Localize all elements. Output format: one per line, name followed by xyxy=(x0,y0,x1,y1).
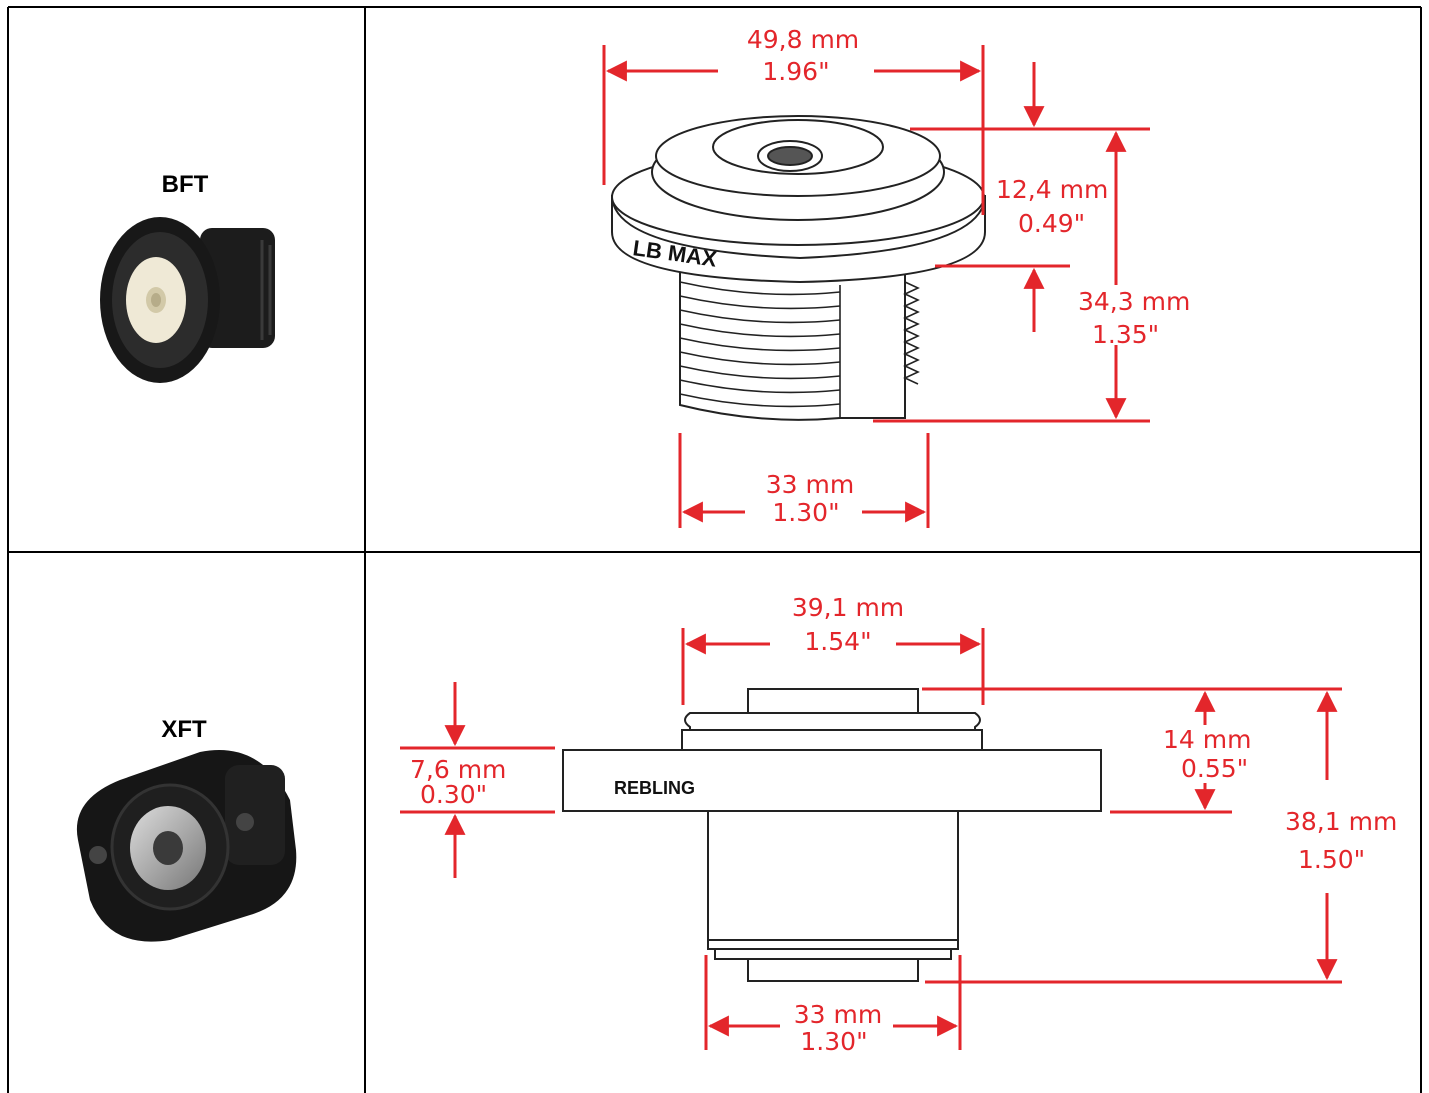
xft-base-mm: 33 mm xyxy=(794,1000,882,1029)
bft-flange-in: 0.49" xyxy=(1018,209,1085,238)
bft-height-in: 1.35" xyxy=(1092,320,1159,349)
bft-width-in: 1.96" xyxy=(762,57,829,86)
xft-top-mm: 39,1 mm xyxy=(792,593,904,622)
bft-photo xyxy=(100,217,275,383)
table-grid xyxy=(7,6,1422,1093)
bft-dimension-labels: 49,8 mm 1.96" 12,4 mm 0.49" 34,3 mm 1.35… xyxy=(747,25,1190,527)
bft-title: BFT xyxy=(161,171,209,198)
xft-dimension-labels: 39,1 mm 1.54" 7,6 mm 0.30" 14 mm 0.55" 3… xyxy=(410,593,1397,1056)
bft-flange-mm: 12,4 mm xyxy=(996,175,1108,204)
xft-height-in: 1.50" xyxy=(1298,845,1365,874)
xft-title: XFT xyxy=(161,716,207,743)
bft-base-mm: 33 mm xyxy=(766,470,854,499)
bft-height-mm: 34,3 mm xyxy=(1078,287,1190,316)
xft-upper-mm: 14 mm xyxy=(1163,725,1251,754)
xft-flange-mm: 7,6 mm xyxy=(410,755,506,784)
xft-height-mm: 38,1 mm xyxy=(1285,807,1397,836)
bft-drawing: LB MAX xyxy=(611,115,986,421)
xft-top-in: 1.54" xyxy=(804,627,871,656)
xft-part-marking: REBLING xyxy=(614,778,695,798)
xft-upper-in: 0.55" xyxy=(1181,754,1248,783)
bft-width-mm: 49,8 mm xyxy=(747,25,859,54)
xft-flange-in: 0.30" xyxy=(420,780,487,809)
xft-drawing: REBLING xyxy=(562,688,1102,982)
xft-dimensions xyxy=(400,628,1342,1050)
xft-photo xyxy=(76,750,297,942)
xft-base-in: 1.30" xyxy=(800,1027,867,1056)
bft-dimensions xyxy=(602,45,1150,528)
bft-base-in: 1.30" xyxy=(772,498,839,527)
